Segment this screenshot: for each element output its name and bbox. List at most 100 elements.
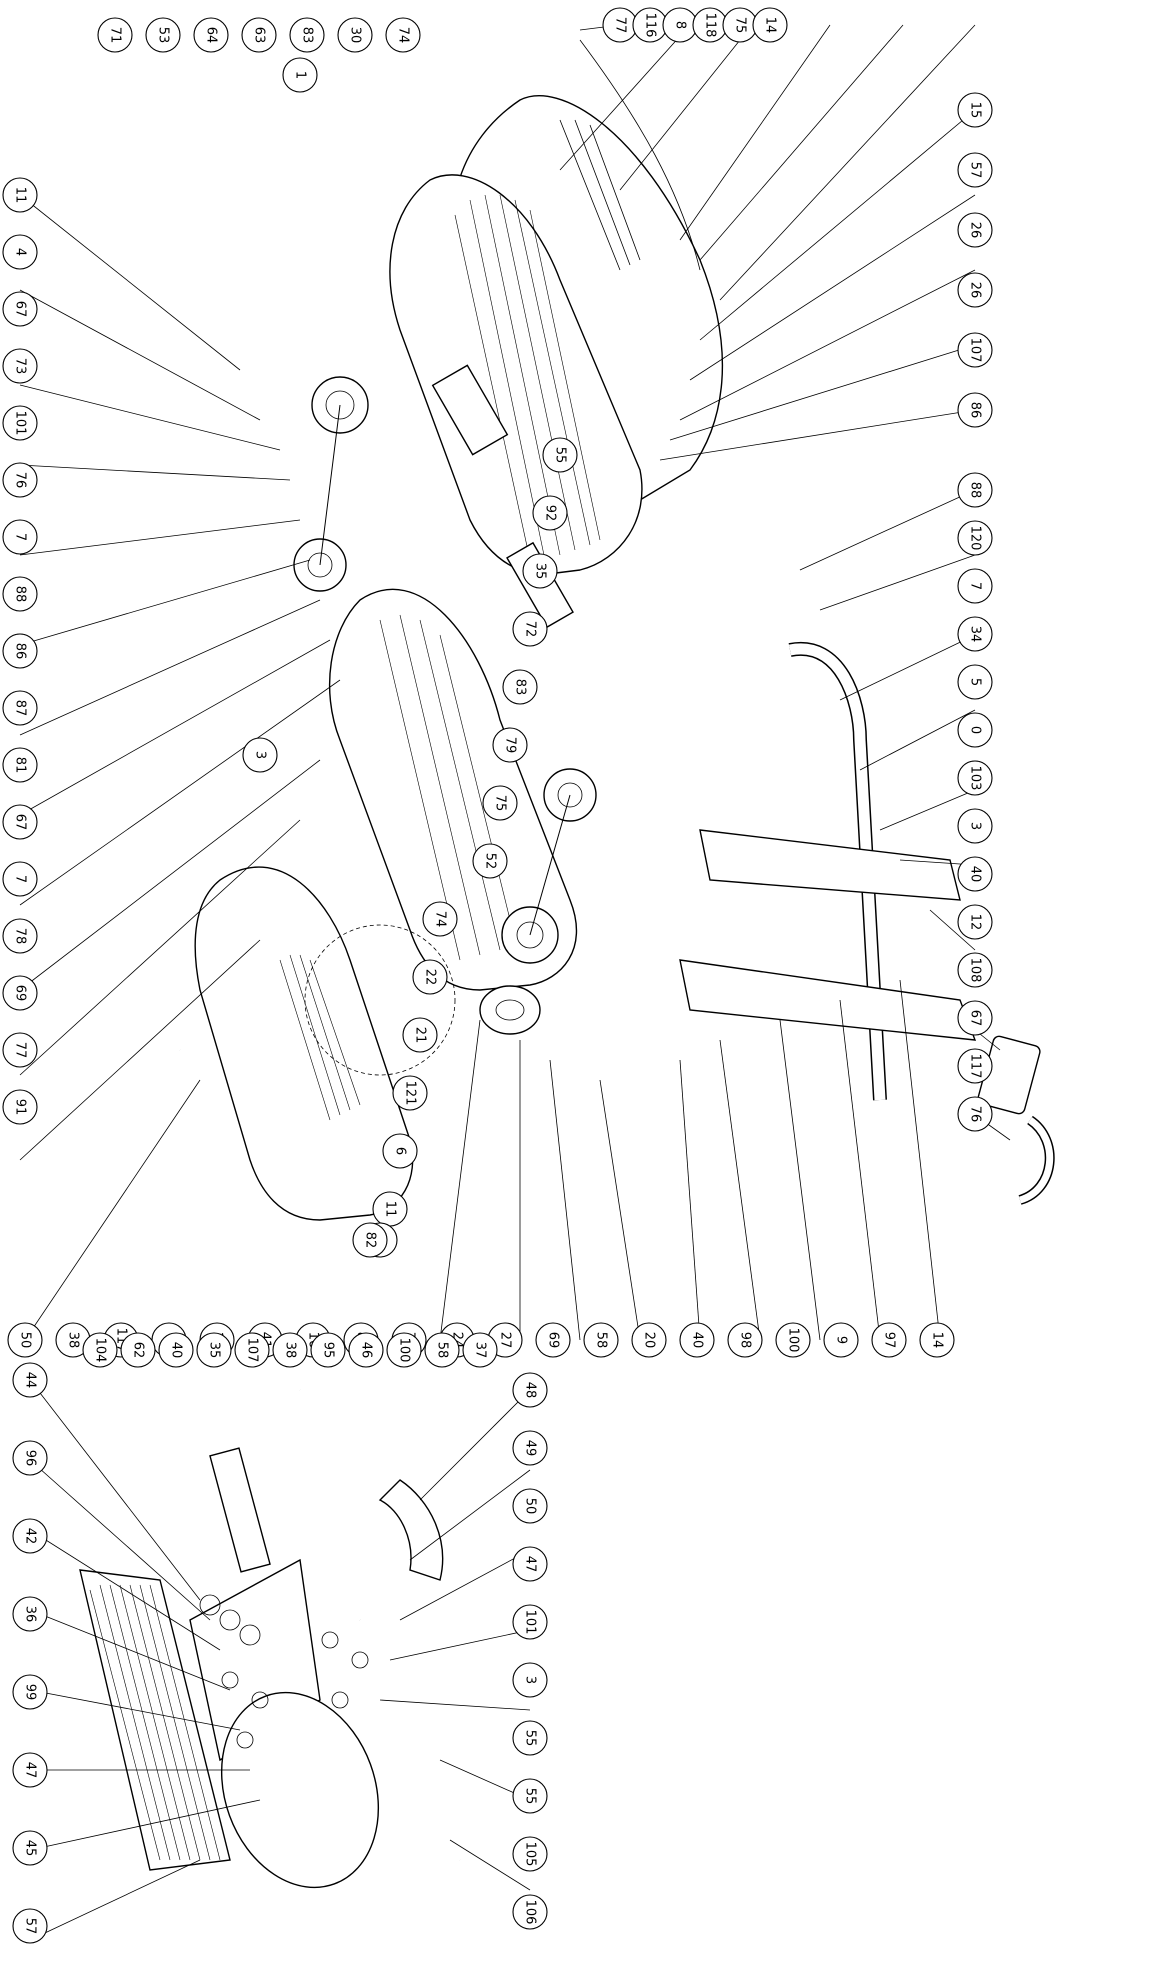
svg-text:76: 76: [13, 472, 28, 489]
callout-left_column-6: 7: [2, 519, 38, 555]
svg-text:63: 63: [252, 27, 267, 44]
svg-text:64: 64: [204, 27, 219, 44]
callout-right_belt_top-5: 0: [957, 712, 993, 748]
svg-text:40: 40: [690, 1332, 705, 1349]
svg-text:20: 20: [642, 1332, 657, 1349]
svg-text:100: 100: [786, 1328, 801, 1353]
svg-text:81: 81: [13, 757, 28, 774]
svg-text:7: 7: [13, 533, 28, 541]
callout-bottom_panel-11: 47: [512, 1546, 548, 1582]
callout-right_belt_top-10: 108: [957, 952, 993, 988]
svg-text:50: 50: [18, 1332, 33, 1349]
callout-bottom_panel-26: 100: [386, 1332, 422, 1368]
svg-text:55: 55: [523, 1730, 538, 1747]
callout-lower_frame-19: 14: [919, 1322, 955, 1358]
callout-bottom_panel-9: 49: [512, 1430, 548, 1466]
callout-right_belt_top-3: 34: [957, 616, 993, 652]
svg-text:47: 47: [23, 1762, 38, 1779]
handlebar-frame: [679, 563, 1055, 1205]
callout-bottom_panel-12: 101: [512, 1604, 548, 1640]
callout-left_column_b-5: 30: [337, 17, 373, 53]
svg-text:52: 52: [483, 853, 498, 870]
svg-text:8: 8: [673, 21, 688, 29]
svg-text:9: 9: [834, 1336, 849, 1344]
callout-mid_row-8: 74: [422, 901, 458, 937]
callout-left_column-5: 76: [2, 462, 38, 498]
svg-text:3: 3: [253, 751, 268, 759]
svg-text:120: 120: [968, 526, 983, 551]
callout-lower_frame-18: 97: [871, 1322, 907, 1358]
callout-mid_row-1: 92: [532, 495, 568, 531]
callout-right_belt_top-2: 7: [957, 568, 993, 604]
callout-bottom_panel-14: 55: [512, 1720, 548, 1756]
callout-right_belt_top-13: 76: [957, 1096, 993, 1132]
callout-bottom_panel-10: 50: [512, 1488, 548, 1524]
callout-right_belt_top-4: 5: [957, 664, 993, 700]
svg-text:69: 69: [546, 1332, 561, 1349]
callout-lower_frame-15: 98: [727, 1322, 763, 1358]
callout-bottom_panel-25: 46: [348, 1332, 384, 1368]
callout-lower_frame-17: 9: [823, 1322, 859, 1358]
callout-bottom_panel-27: 58: [424, 1332, 460, 1368]
callout-bottom_panel-19: 62: [120, 1332, 156, 1368]
callout-bottom_panel-20: 40: [158, 1332, 194, 1368]
svg-text:107: 107: [245, 1338, 260, 1363]
callout-left_column-8: 86: [2, 633, 38, 669]
svg-text:11: 11: [13, 187, 28, 204]
svg-text:83: 83: [513, 679, 528, 696]
svg-text:107: 107: [968, 338, 983, 363]
callout-left_column-0: 11: [2, 177, 38, 213]
callout-mid_row-11: 121: [392, 1075, 428, 1111]
svg-text:83: 83: [300, 27, 315, 44]
callout-mid_row-5: 79: [492, 727, 528, 763]
svg-text:7: 7: [13, 875, 28, 883]
svg-text:104: 104: [93, 1338, 108, 1363]
svg-text:74: 74: [396, 27, 411, 44]
svg-text:92: 92: [543, 505, 558, 522]
svg-text:117: 117: [968, 1054, 983, 1079]
svg-text:79: 79: [503, 737, 518, 754]
callout-lower_frame-16: 100: [775, 1322, 811, 1358]
callout-left_column-12: 7: [2, 861, 38, 897]
callout-left_column-11: 67: [2, 804, 38, 840]
svg-text:96: 96: [23, 1450, 38, 1467]
callout-left_column-10: 81: [2, 747, 38, 783]
callout-right_belt_top-8: 40: [957, 856, 993, 892]
callout-left_column-14: 69: [2, 975, 38, 1011]
callout-bottom_panel-2: 42: [12, 1518, 48, 1554]
callout-left_column_b-4: 83: [289, 17, 325, 53]
svg-text:69: 69: [13, 985, 28, 1002]
callout-mid_row-9: 22: [412, 959, 448, 995]
callout-lower_frame-12: 58: [583, 1322, 619, 1358]
callout-left_column_b-0: 71: [97, 17, 133, 53]
callout-left_column-9: 87: [2, 690, 38, 726]
callout-left_column-4: 101: [2, 405, 38, 441]
callout-left_column-7: 88: [2, 576, 38, 612]
svg-text:97: 97: [882, 1332, 897, 1349]
svg-text:30: 30: [348, 27, 363, 44]
svg-text:88: 88: [968, 482, 983, 499]
svg-text:72: 72: [523, 621, 538, 638]
svg-text:4: 4: [13, 248, 28, 256]
svg-text:14: 14: [763, 17, 778, 34]
callout-left_column_b-6: 74: [385, 17, 421, 53]
svg-text:75: 75: [733, 17, 748, 34]
callout-lower_frame-13: 20: [631, 1322, 667, 1358]
callout-top_row-3: 118: [692, 7, 728, 43]
svg-text:15: 15: [968, 102, 983, 119]
svg-text:37: 37: [473, 1342, 488, 1359]
svg-text:75: 75: [493, 795, 508, 812]
svg-text:77: 77: [13, 1042, 28, 1059]
callout-single-0: 1: [282, 57, 318, 93]
callout-top_row-10: 107: [957, 332, 993, 368]
svg-text:7: 7: [968, 582, 983, 590]
svg-text:26: 26: [968, 282, 983, 299]
callout-bottom_panel-18: 104: [82, 1332, 118, 1368]
callout-bottom_panel-16: 105: [512, 1836, 548, 1872]
svg-text:0: 0: [968, 726, 983, 734]
callout-left_column-16: 91: [2, 1089, 38, 1125]
svg-text:6: 6: [393, 1147, 408, 1155]
callout-bottom_panel-23: 38: [272, 1332, 308, 1368]
